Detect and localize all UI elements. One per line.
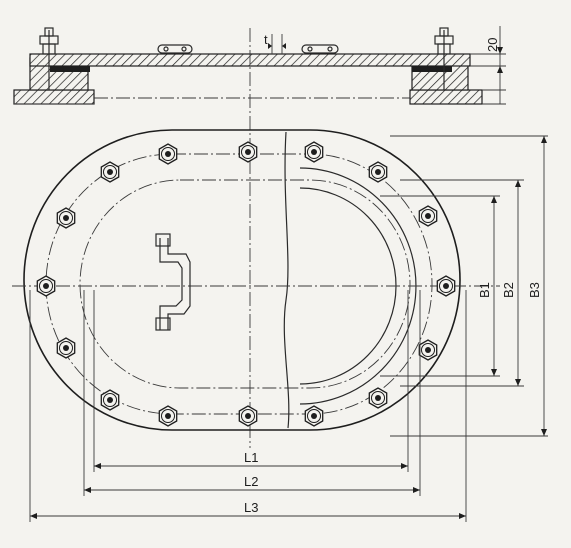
outer-flange-outline xyxy=(23,129,461,431)
base-frame-right xyxy=(409,89,483,105)
bolt-nut-icon xyxy=(100,161,120,183)
b1-label: B1 xyxy=(477,282,492,298)
gasket-right xyxy=(412,66,452,72)
stud-bolt-right xyxy=(434,27,454,90)
plan-view xyxy=(12,129,500,431)
stud-bolt-left xyxy=(39,27,59,90)
bolt-nut-icon xyxy=(56,207,76,229)
bolt-nut-icon xyxy=(418,339,438,361)
inner-opening-dashed xyxy=(79,179,411,389)
b2-label: B2 xyxy=(501,282,516,298)
gasket-left xyxy=(50,66,90,72)
side-section-view: t 20 xyxy=(13,26,506,105)
l3-label: L3 xyxy=(244,500,258,515)
bolt-nut-icon xyxy=(36,275,56,297)
bolt-nut-icon xyxy=(418,205,438,227)
bolt-nut-icon xyxy=(304,141,324,163)
side-handle-left xyxy=(157,44,193,54)
side-handle-right xyxy=(301,44,339,54)
height-label: 20 xyxy=(485,38,500,52)
bolt-nut-icon xyxy=(158,143,178,165)
l2-label: L2 xyxy=(244,474,258,489)
section-break-line xyxy=(283,131,290,429)
bolt-nut-icon xyxy=(100,389,120,411)
b-dimensions: B1 B2 B3 xyxy=(380,135,548,437)
bolt-nut-icon xyxy=(368,161,388,183)
l-dimensions: L1 L2 L3 xyxy=(29,290,467,522)
bolt-nut-icon xyxy=(158,405,178,427)
l1-label: L1 xyxy=(244,450,258,465)
thickness-label: t xyxy=(264,32,268,47)
bolt-group xyxy=(36,141,456,427)
bolt-nut-icon xyxy=(56,337,76,359)
bolt-nut-icon xyxy=(436,275,456,297)
bolt-nut-icon xyxy=(368,387,388,409)
bolt-circle xyxy=(45,153,433,415)
bolt-nut-icon xyxy=(238,141,258,163)
base-frame-left xyxy=(13,89,95,105)
bolt-nut-icon xyxy=(304,405,324,427)
b3-label: B3 xyxy=(527,282,542,298)
bolt-nut-icon xyxy=(238,405,258,427)
lifting-handle-icon xyxy=(155,233,191,331)
